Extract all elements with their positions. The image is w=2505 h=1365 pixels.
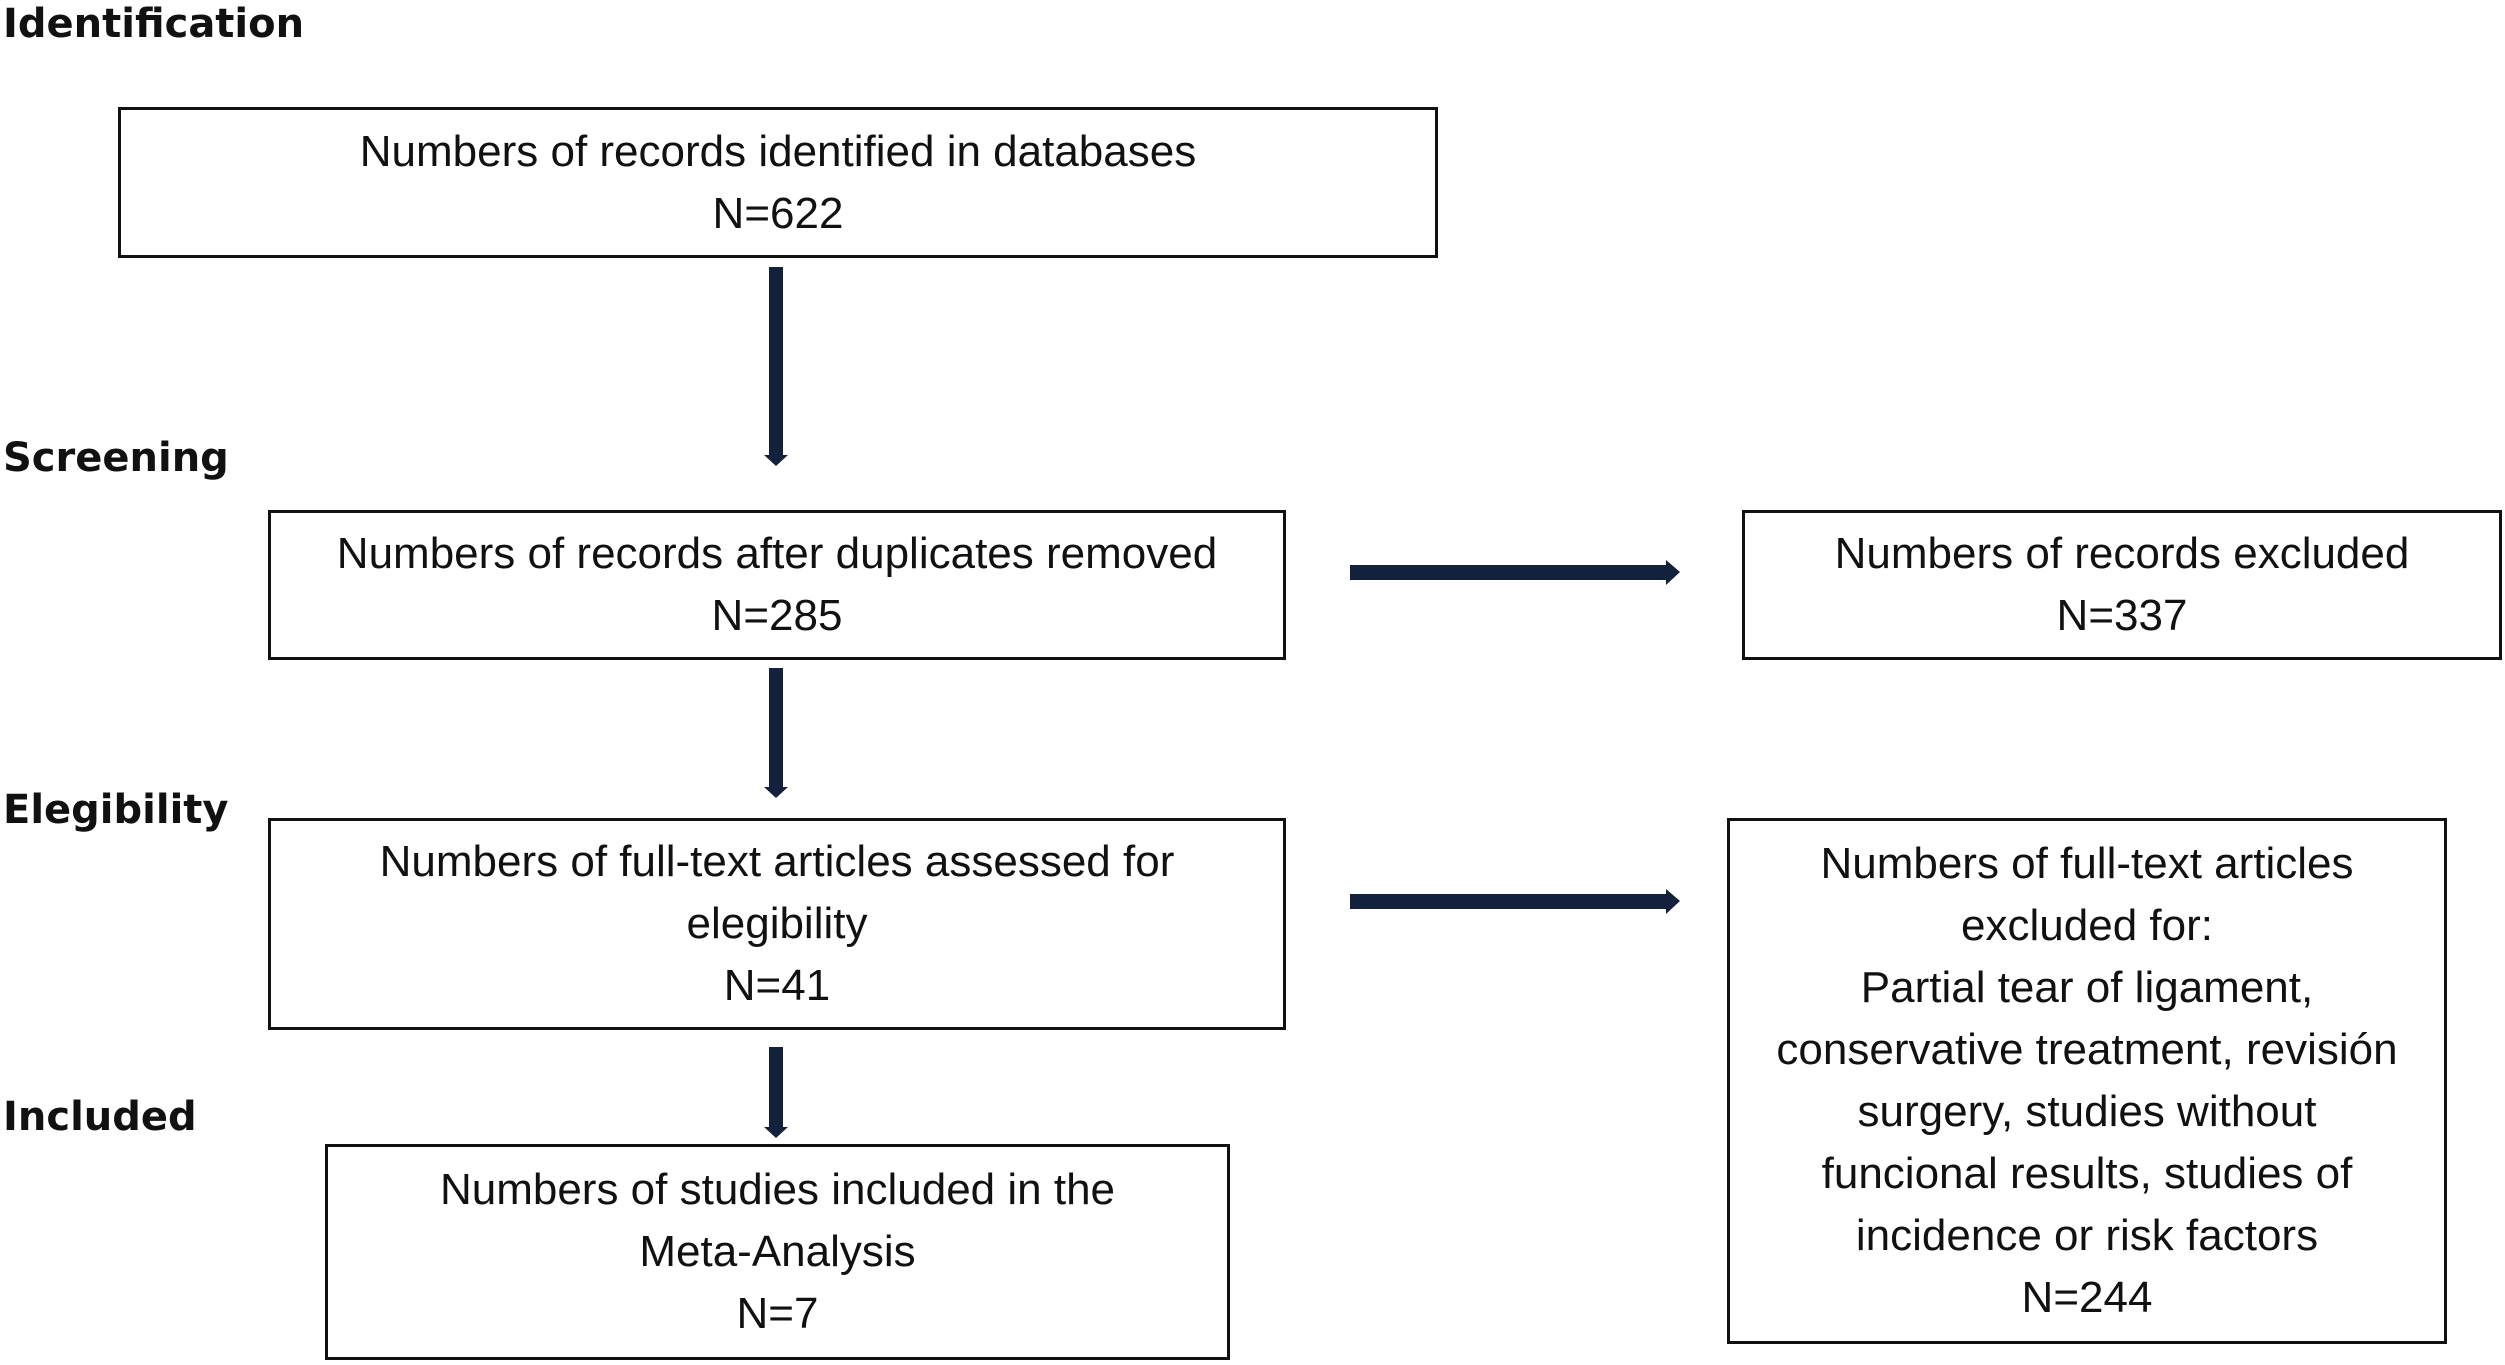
- box-fulltext-excluded-count: N=244: [2021, 1273, 2153, 1322]
- box-records-identified: Numbers of records identified in databas…: [118, 107, 1438, 258]
- arrow-eligibility-to-included: [764, 1047, 788, 1138]
- exclusion-reason: surgery, studies without: [1857, 1087, 2317, 1136]
- box-records-excluded-text: Numbers of records excluded: [1834, 529, 2410, 578]
- stage-label-included: Included: [3, 1094, 197, 1140]
- exclusion-reason: Partial tear of ligament,: [1860, 963, 2314, 1012]
- box-fulltext-assessed: Numbers of full-text articles assessed f…: [268, 818, 1286, 1030]
- box-studies-included-line-2: Meta-Analysis: [639, 1227, 916, 1276]
- box-records-identified-text: Numbers of records identified in databas…: [359, 126, 1197, 176]
- box-fulltext-excluded-line-1: Numbers of full-text articles: [1820, 839, 2354, 888]
- box-after-duplicates-text: Numbers of records after duplicates remo…: [336, 529, 1218, 578]
- box-fulltext-excluded: Numbers of full-text articles excluded f…: [1727, 818, 2447, 1344]
- arrow-identified-to-screening: [764, 267, 788, 466]
- box-after-duplicates-count: N=285: [711, 591, 843, 640]
- exclusion-reason: conservative treatment, revisión: [1776, 1025, 2398, 1074]
- box-fulltext-assessed-line-1: Numbers of full-text articles assessed f…: [379, 837, 1175, 886]
- box-studies-included-line-1: Numbers of studies included in the: [439, 1165, 1116, 1214]
- box-fulltext-assessed-count: N=41: [723, 961, 831, 1010]
- box-studies-included: Numbers of studies included in the Meta-…: [325, 1144, 1230, 1360]
- box-records-excluded: Numbers of records excluded N=337: [1742, 510, 2502, 660]
- stage-label-identification: Identification: [3, 1, 305, 47]
- exclusion-reason: funcional results, studies of: [1821, 1149, 2353, 1198]
- arrow-screening-to-eligibility: [764, 668, 788, 798]
- box-records-excluded-count: N=337: [2056, 591, 2188, 640]
- box-records-identified-count: N=622: [712, 188, 844, 238]
- arrow-screening-to-excluded: [1350, 560, 1680, 585]
- arrow-eligibility-to-excluded: [1350, 889, 1680, 914]
- box-fulltext-assessed-line-2: elegibility: [686, 899, 868, 948]
- stage-label-eligibility: Elegibility: [3, 787, 229, 833]
- stage-label-screening: Screening: [3, 435, 229, 481]
- box-fulltext-excluded-line-2: excluded for:: [1961, 901, 2213, 950]
- box-after-duplicates: Numbers of records after duplicates remo…: [268, 510, 1286, 660]
- box-studies-included-count: N=7: [736, 1289, 819, 1338]
- exclusion-reason: incidence or risk factors: [1855, 1211, 2319, 1260]
